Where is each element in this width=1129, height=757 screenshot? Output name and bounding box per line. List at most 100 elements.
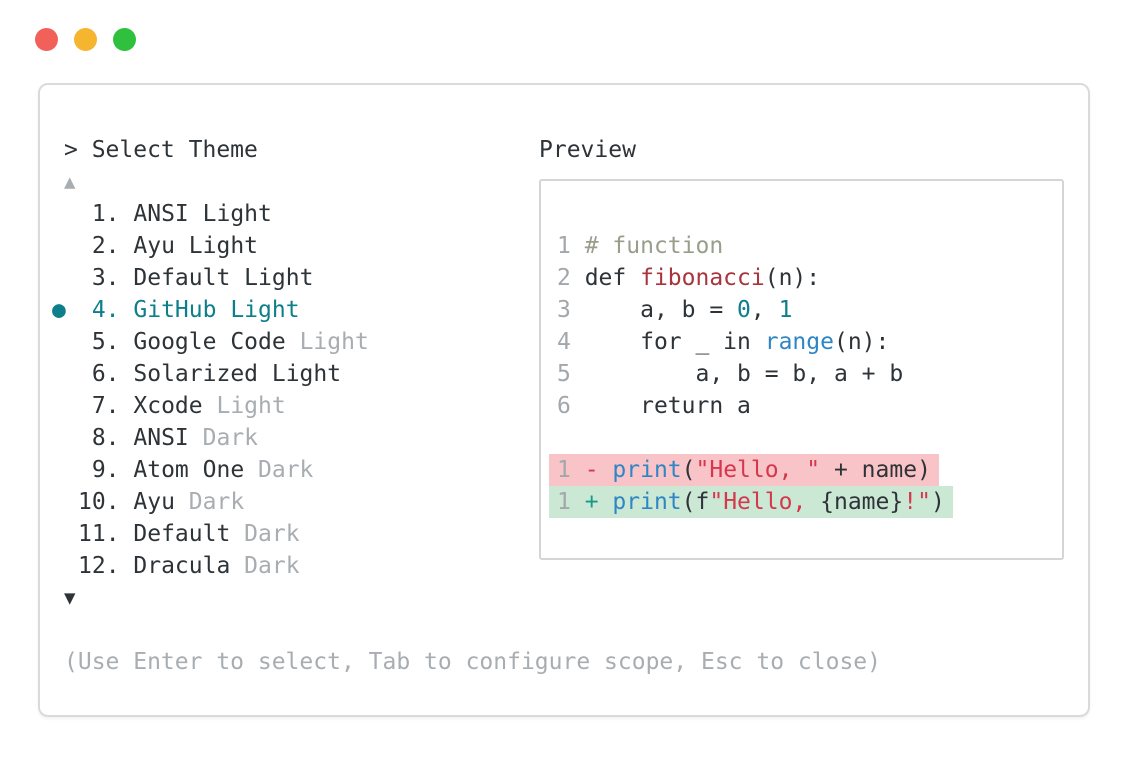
scroll-down-icon[interactable]: ▼ xyxy=(64,587,76,609)
theme-item-number: 5. xyxy=(91,329,120,355)
code-token: (f xyxy=(681,489,710,515)
theme-item-variant: Dark xyxy=(244,457,314,483)
line-number: 1 xyxy=(557,233,571,259)
code-line: 4 for _ in range(n): xyxy=(557,326,1062,358)
theme-item-xcode-light[interactable]: 7. Xcode Light xyxy=(64,390,881,422)
theme-item-variant: Light xyxy=(202,393,286,419)
theme-item-name: Default xyxy=(133,265,231,291)
code-token: for _ in xyxy=(584,329,765,355)
spacer xyxy=(64,614,881,646)
theme-item-name: Dracula xyxy=(133,553,231,579)
select-theme-prompt: > Select Theme xyxy=(64,137,258,163)
scroll-up-icon[interactable]: ▲ xyxy=(64,171,76,193)
line-number: 5 xyxy=(557,361,571,387)
line-number: 1 xyxy=(557,489,571,515)
theme-item-name: Atom One xyxy=(133,457,245,483)
line-number: 2 xyxy=(557,265,571,291)
theme-item-dracula-dark[interactable]: 12. Dracula Dark xyxy=(64,550,881,582)
code-token: range xyxy=(764,329,834,355)
code-token: 1 xyxy=(778,297,793,323)
keyboard-hint-text: (Use Enter to select, Tab to configure s… xyxy=(64,649,881,675)
code-token: ) xyxy=(930,489,945,515)
code-token: return a xyxy=(584,393,751,419)
code-token: def xyxy=(584,265,641,291)
line-number: 6 xyxy=(557,393,571,419)
diff-lines: 1 - print("Hello, " + name)1 + print(f"H… xyxy=(549,454,1062,518)
selected-bullet-icon: ● xyxy=(52,297,66,323)
theme-item-variant: Light xyxy=(285,329,369,355)
code-token: a, b = b, a + b xyxy=(584,361,904,387)
code-token: a, b = xyxy=(584,297,738,323)
traffic-light-zoom-button[interactable] xyxy=(113,28,136,51)
theme-item-variant: Dark xyxy=(188,425,259,451)
theme-item-variant: Light xyxy=(188,201,272,227)
code-line: 1 # function xyxy=(557,230,1062,262)
theme-item-ayu-dark[interactable]: 10. Ayu Dark xyxy=(64,486,881,518)
line-number: 4 xyxy=(557,329,571,355)
theme-item-number: 12. xyxy=(78,553,120,579)
theme-item-variant: Light xyxy=(230,265,314,291)
theme-item-default-dark[interactable]: 11. Default Dark xyxy=(64,518,881,550)
code-token: ( xyxy=(681,457,696,483)
theme-item-name: Default xyxy=(133,521,231,547)
code-token: !" xyxy=(903,489,931,515)
code-token: fibonacci xyxy=(640,265,765,291)
code-token: , xyxy=(750,297,779,323)
theme-item-number: 7. xyxy=(91,393,120,419)
code-token: print xyxy=(612,489,682,515)
theme-item-github-light[interactable]: ● 4. GitHub Light xyxy=(52,294,881,326)
theme-item-name: ANSI xyxy=(133,425,189,451)
code-token: # function xyxy=(584,233,724,259)
code-token: - xyxy=(584,457,613,483)
theme-item-solarized-light[interactable]: 6. Solarized Light xyxy=(64,358,881,390)
theme-item-number: 3. xyxy=(91,265,120,291)
traffic-light-close-button[interactable] xyxy=(35,28,58,51)
code-line: 5 a, b = b, a + b xyxy=(557,358,1062,390)
theme-item-variant: Dark xyxy=(174,489,245,515)
theme-item-ansi-light[interactable]: 1. ANSI Light xyxy=(64,198,881,230)
theme-item-number: 2. xyxy=(91,233,120,259)
theme-item-name: Xcode xyxy=(133,393,203,419)
theme-item-variant: Dark xyxy=(230,521,300,547)
code-token: (n): xyxy=(764,265,821,291)
theme-item-number: 10. xyxy=(78,489,120,515)
code-token: print xyxy=(612,457,682,483)
theme-item-default-light[interactable]: 3. Default Light xyxy=(64,262,881,294)
theme-item-atom-one-dark[interactable]: 9. Atom One Dark xyxy=(64,454,881,486)
code-token: + name) xyxy=(820,457,931,483)
theme-item-number: 4. xyxy=(91,297,120,323)
code-token: "Hello, " xyxy=(695,457,821,483)
theme-item-ayu-light[interactable]: 2. Ayu Light xyxy=(64,230,881,262)
theme-item-variant: Light xyxy=(258,361,342,387)
code-line: 2 def fibonacci(n): xyxy=(557,262,1062,294)
diff-added-line: 1 + print(f"Hello, {name}!") xyxy=(549,486,1062,518)
preview-label: Preview xyxy=(539,137,636,163)
code-token: {name} xyxy=(820,489,904,515)
line-number: 1 xyxy=(557,457,571,483)
code-line: 6 return a xyxy=(557,390,1062,422)
theme-item-name: Google Code xyxy=(133,329,286,355)
theme-item-name: Solarized xyxy=(133,361,259,387)
theme-item-ansi-dark[interactable]: 8. ANSI Dark xyxy=(64,422,881,454)
theme-item-variant: Dark xyxy=(230,553,300,579)
traffic-light-minimize-button[interactable] xyxy=(74,28,97,51)
theme-item-google-code-light[interactable]: 5. Google Code Light xyxy=(64,326,881,358)
theme-item-name: ANSI xyxy=(133,201,189,227)
theme-item-number: 9. xyxy=(91,457,120,483)
diff-removed-line: 1 - print("Hello, " + name) xyxy=(549,454,1062,486)
code-token: 0 xyxy=(737,297,751,323)
code-token: + xyxy=(584,489,613,515)
theme-item-variant: Light xyxy=(216,297,300,323)
theme-item-name: Ayu xyxy=(133,233,175,259)
theme-item-name: GitHub xyxy=(133,297,217,323)
code-line: 3 a, b = 0, 1 xyxy=(557,294,1062,326)
theme-item-variant: Light xyxy=(174,233,259,259)
line-number: 3 xyxy=(557,297,571,323)
